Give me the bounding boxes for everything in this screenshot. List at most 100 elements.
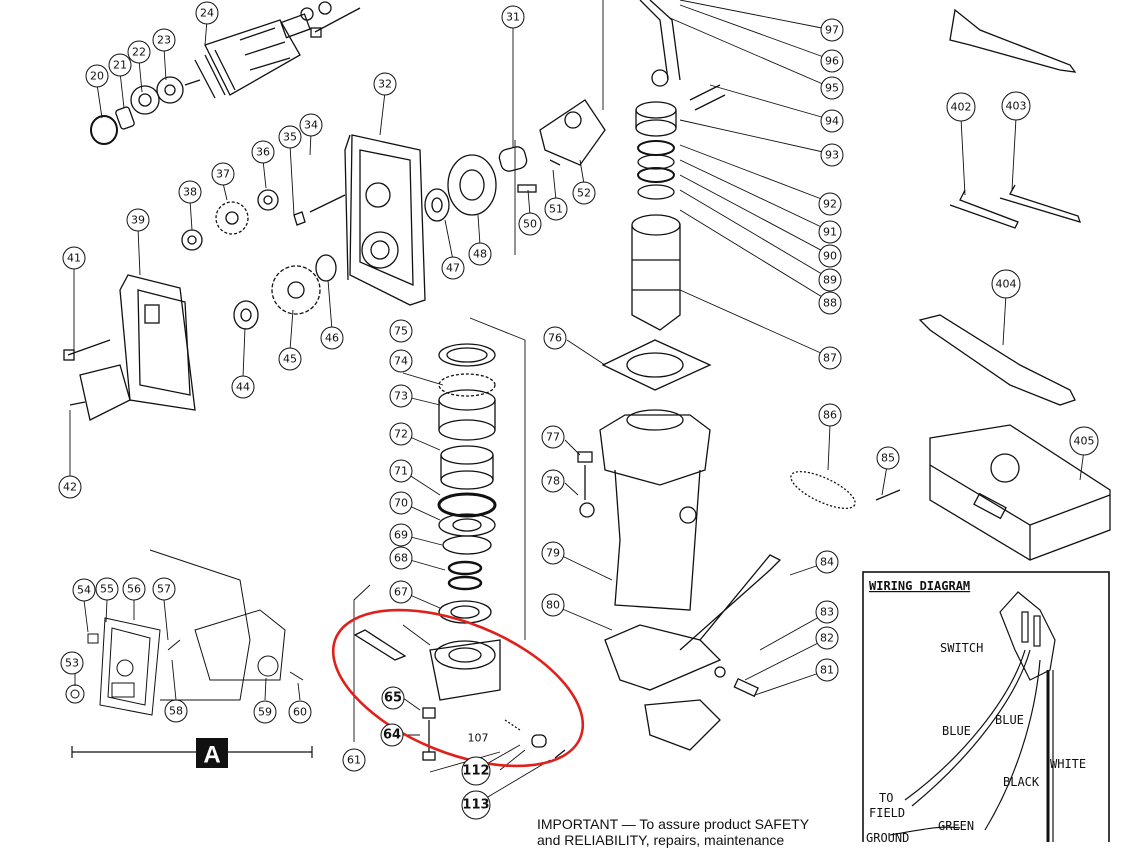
callout-37: 37 [216,168,230,181]
callout-circle-73 [389,384,413,408]
callout-44: 44 [236,381,250,394]
wiring-title: WIRING DIAGRAM [869,579,970,593]
callout-402: 402 [951,101,972,114]
callout-circle-42 [58,475,82,499]
callout-61: 61 [347,754,361,767]
callout-circle-65 [381,686,405,710]
callout-36: 36 [256,146,270,159]
callout-23: 23 [157,34,171,47]
callout-circle-94 [820,109,844,133]
callout-circle-75 [389,319,413,343]
callout-circle-82 [815,626,839,650]
callout-circle-405 [1069,426,1099,456]
callout-53: 53 [65,657,79,670]
callout-circle-76 [543,326,567,350]
callout-circle-113 [461,790,491,820]
callout-47: 47 [446,262,460,275]
callout-circle-35 [278,125,302,149]
callout-55: 55 [100,583,114,596]
callout-circle-31 [501,5,525,29]
wire-label-switch: SWITCH [940,641,983,655]
callout-60: 60 [293,706,307,719]
callout-circle-59 [253,700,277,724]
wire-label-to: TO [879,791,893,805]
callout-113: 113 [462,798,489,813]
callout-circle-34 [299,113,323,137]
callout-circle-45 [278,347,302,371]
callout-112: 112 [462,764,489,779]
tools-group [918,8,1111,561]
wiring-diagram: WIRING DIAGRAM SWITCH BLUE BLUE WHITE BL… [862,571,1110,842]
callout-91: 91 [823,226,837,239]
callout-circle-80 [541,593,565,617]
callout-90: 90 [823,250,837,263]
detail-a-group [65,549,304,716]
callout-circle-70 [389,491,413,515]
callout-35: 35 [283,131,297,144]
callout-circle-86 [818,403,842,427]
callout-64: 64 [383,728,401,743]
callout-81: 81 [820,664,834,677]
callout-42: 42 [63,481,77,494]
callout-circle-96 [820,49,844,73]
callout-circle-83 [815,600,839,624]
callout-circle-48 [468,242,492,266]
callout-circle-93 [820,143,844,167]
callout-circle-41 [62,246,86,270]
callout-70: 70 [394,497,408,510]
callout-circle-22 [127,40,151,64]
callout-circle-32 [373,72,397,96]
callout-45: 45 [283,353,297,366]
callout-71: 71 [394,465,408,478]
callout-95: 95 [825,82,839,95]
callout-52: 52 [577,187,591,200]
callout-48: 48 [473,248,487,261]
callout-circle-24 [195,1,219,25]
callout-circle-78 [541,469,565,493]
callout-circle-53 [60,651,84,675]
callout-circle-54 [72,578,96,602]
detail-a-label: A [203,742,220,769]
callout-67: 67 [394,586,408,599]
callout-80: 80 [546,599,560,612]
callout-circle-50 [518,212,542,236]
callout-circle-56 [122,577,146,601]
callout-403: 403 [1006,100,1027,113]
callout-31: 31 [506,11,520,24]
callout-72: 72 [394,428,408,441]
callout-circle-74 [389,349,413,373]
wire-label-green: GREEN [938,819,974,833]
callout-32: 32 [378,78,392,91]
callout-circle-112 [461,756,491,786]
wire-label-white: WHITE [1050,757,1086,771]
callout-circle-57 [152,577,176,601]
callout-54: 54 [77,584,91,597]
callout-circle-88 [818,291,842,315]
callout-39: 39 [131,214,145,227]
callout-84: 84 [820,556,834,569]
gears-group [181,189,346,330]
callout-circle-23 [152,28,176,52]
wire-label-ground: GROUND [866,831,909,842]
callout-circle-81 [815,658,839,682]
callout-78: 78 [546,475,560,488]
callout-circle-90 [818,244,842,268]
center-stack [353,343,566,761]
callout-65: 65 [384,691,402,706]
callout-50: 50 [523,218,537,231]
callout-94: 94 [825,115,839,128]
callout-87: 87 [823,352,837,365]
callout-circle-37 [211,162,235,186]
callout-75: 75 [394,325,408,338]
callout-circle-71 [389,459,413,483]
callout-96: 96 [825,55,839,68]
callout-24: 24 [200,7,214,20]
callout-circle-44 [231,375,255,399]
wire-label-blue-1: BLUE [942,724,971,738]
callout-92: 92 [823,198,837,211]
wire-label-blue-2: BLUE [995,713,1024,727]
callout-circle-46 [320,326,344,350]
callout-93: 93 [825,149,839,162]
callout-69: 69 [394,529,408,542]
callout-circle-61 [342,748,366,772]
